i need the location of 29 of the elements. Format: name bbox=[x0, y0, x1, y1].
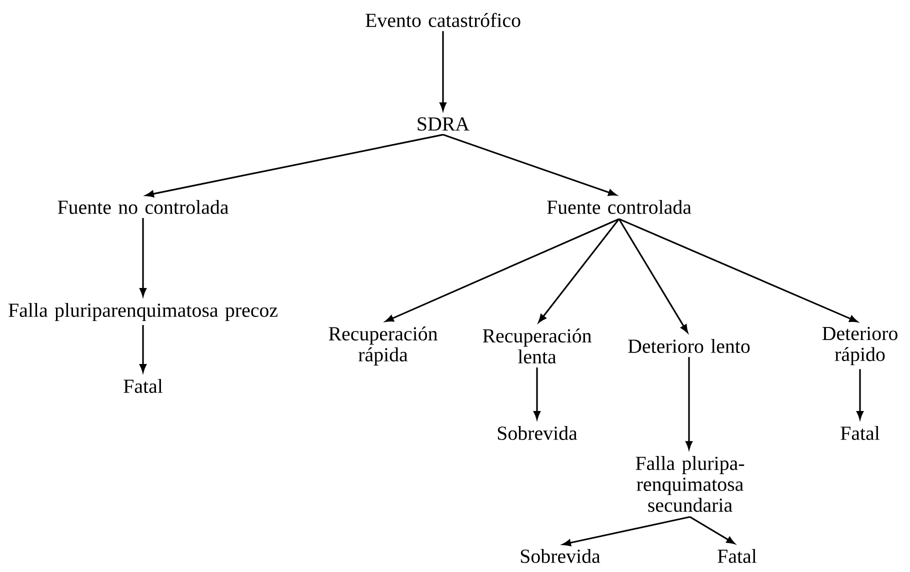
arrow bbox=[534, 367, 540, 420]
node-label: Evento catastrófico bbox=[366, 12, 520, 28]
arrow bbox=[618, 218, 688, 333]
node-label: Sobrevida bbox=[498, 426, 578, 440]
arrow bbox=[146, 134, 444, 198]
arrow bbox=[440, 31, 446, 111]
arrow bbox=[442, 134, 617, 196]
node-label: Deterioro rápido bbox=[822, 326, 898, 366]
arrow bbox=[140, 218, 146, 296]
arrow bbox=[686, 357, 692, 450]
arrow bbox=[690, 516, 735, 544]
node-label: Falla pluripa-renquimatosa secundaria bbox=[636, 456, 744, 512]
arrow bbox=[856, 369, 864, 420]
node-label: SDRA bbox=[418, 117, 470, 131]
arrow bbox=[140, 325, 146, 372]
node-label: Falla pluriparenquimatosa precoz bbox=[8, 302, 278, 322]
node-label: Fatal bbox=[124, 378, 163, 393]
arrow bbox=[538, 218, 620, 323]
node-label: Recuperación rápida bbox=[328, 326, 438, 366]
node-label: Sobrevida bbox=[520, 548, 600, 563]
node-label: Recuperación lenta bbox=[482, 328, 592, 364]
arrow bbox=[618, 218, 858, 322]
node-label: Deterioro lento bbox=[628, 338, 750, 353]
node-label: Fuente no controlada bbox=[58, 200, 228, 214]
node-label: Fatal bbox=[840, 426, 880, 440]
arrow bbox=[385, 218, 620, 322]
arrow bbox=[562, 516, 690, 546]
node-label: Fatal bbox=[718, 548, 757, 563]
node-label: Fuente controlada bbox=[547, 200, 692, 214]
